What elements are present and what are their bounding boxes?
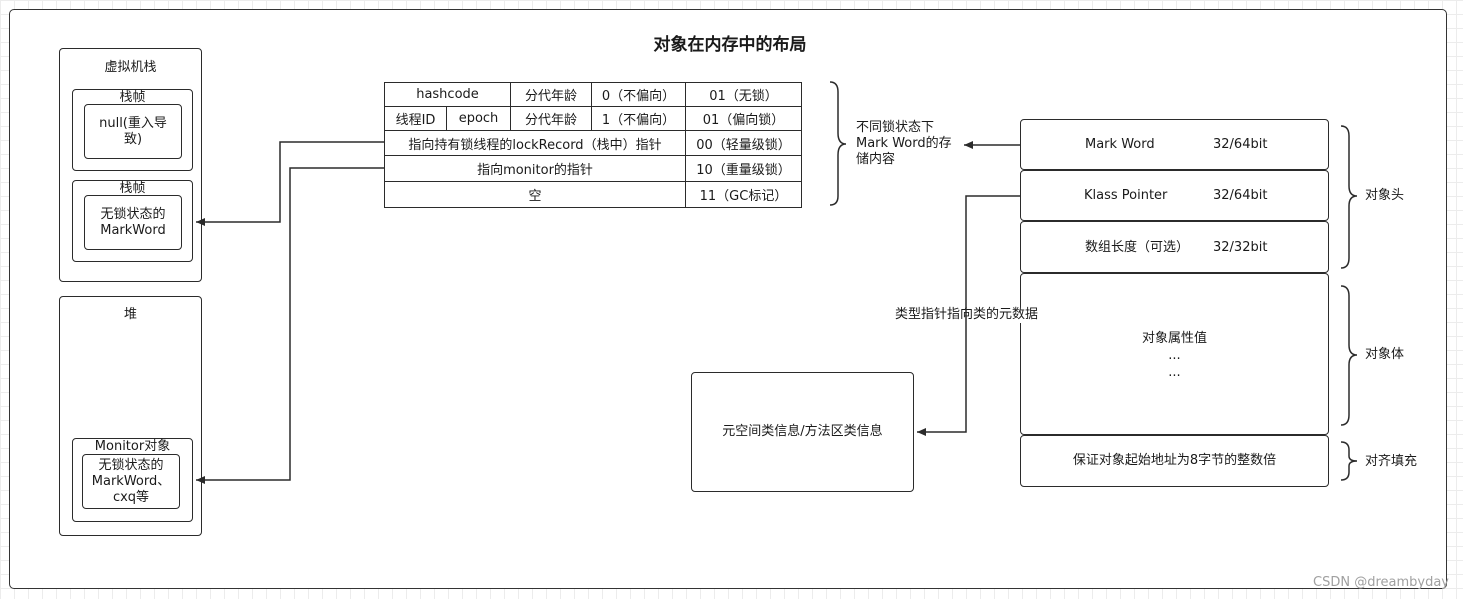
monitor-object-title: Monitor对象 <box>94 439 171 454</box>
markword-table: hashcode 分代年龄 0（不偏向） 01（无锁） 线程ID epoch 分… <box>384 82 802 208</box>
object-header-name: 数组长度（可选） <box>1085 240 1190 255</box>
object-header-name: Klass Pointer <box>1084 188 1168 203</box>
object-body-line: ... <box>1168 365 1181 380</box>
table-brace <box>829 81 847 206</box>
stack-frame-1-title: 栈帧 <box>119 90 146 105</box>
table-cell: 指向monitor的指针 <box>384 155 686 182</box>
table-cell: 指向持有锁线程的lockRecord（栈中）指针 <box>384 130 686 156</box>
table-cell: hashcode <box>384 82 511 107</box>
vm-stack-title: 虚拟机栈 <box>104 60 157 75</box>
object-header-row: Mark Word 32/64bit <box>1020 119 1329 170</box>
padding-label: 对齐填充 <box>1365 454 1418 469</box>
table-cell: 1（不偏向） <box>591 106 686 131</box>
heap-title: 堆 <box>123 307 137 322</box>
table-cell: 0（不偏向） <box>591 82 686 107</box>
object-header-row: Klass Pointer 32/64bit <box>1020 170 1329 221</box>
metaspace-box: 元空间类信息/方法区类信息 <box>691 372 914 492</box>
object-header-name: Mark Word <box>1085 137 1155 152</box>
table-cell: 01（无锁） <box>685 82 802 107</box>
table-cell: 00（轻量级锁） <box>685 130 802 156</box>
object-body-label: 对象体 <box>1365 347 1405 362</box>
stack-frame-1-content: null(重入导致) <box>84 104 182 159</box>
object-header-row: 数组长度（可选） 32/32bit <box>1020 221 1329 273</box>
header-brace <box>1340 125 1358 269</box>
table-cell: 11（GC标记） <box>685 181 802 208</box>
diagram-title: 对象在内存中的布局 <box>653 35 807 55</box>
table-cell: 线程ID <box>384 106 447 131</box>
object-body-line: 对象属性值 <box>1141 331 1207 346</box>
stack-frame-2-title: 栈帧 <box>119 181 146 196</box>
stack-frame-2-content: 无锁状态的MarkWord <box>84 195 182 250</box>
object-header-size: 32/32bit <box>1213 240 1268 255</box>
padding-box: 保证对象起始地址为8字节的整数倍 <box>1020 435 1329 487</box>
table-cell: epoch <box>446 106 511 131</box>
lockrecord-arrow <box>196 141 384 226</box>
monitor-arrow <box>196 167 384 484</box>
watermark: CSDN @dreambyday <box>1313 575 1449 590</box>
padding-brace <box>1340 441 1358 481</box>
brace-note: 不同锁状态下Mark Word的存储内容 <box>856 120 952 167</box>
object-body-box: 对象属性值 ... ... <box>1020 273 1329 435</box>
object-header-size: 32/64bit <box>1213 137 1268 152</box>
monitor-object-content: 无锁状态的MarkWord、cxq等 <box>82 454 180 509</box>
table-cell: 10（重量级锁） <box>685 155 802 182</box>
object-body-line: ... <box>1168 348 1181 363</box>
object-header-label: 对象头 <box>1365 188 1405 203</box>
klass-pointer-arrow <box>917 195 1020 436</box>
body-brace <box>1340 285 1358 426</box>
object-header-size: 32/64bit <box>1213 188 1268 203</box>
